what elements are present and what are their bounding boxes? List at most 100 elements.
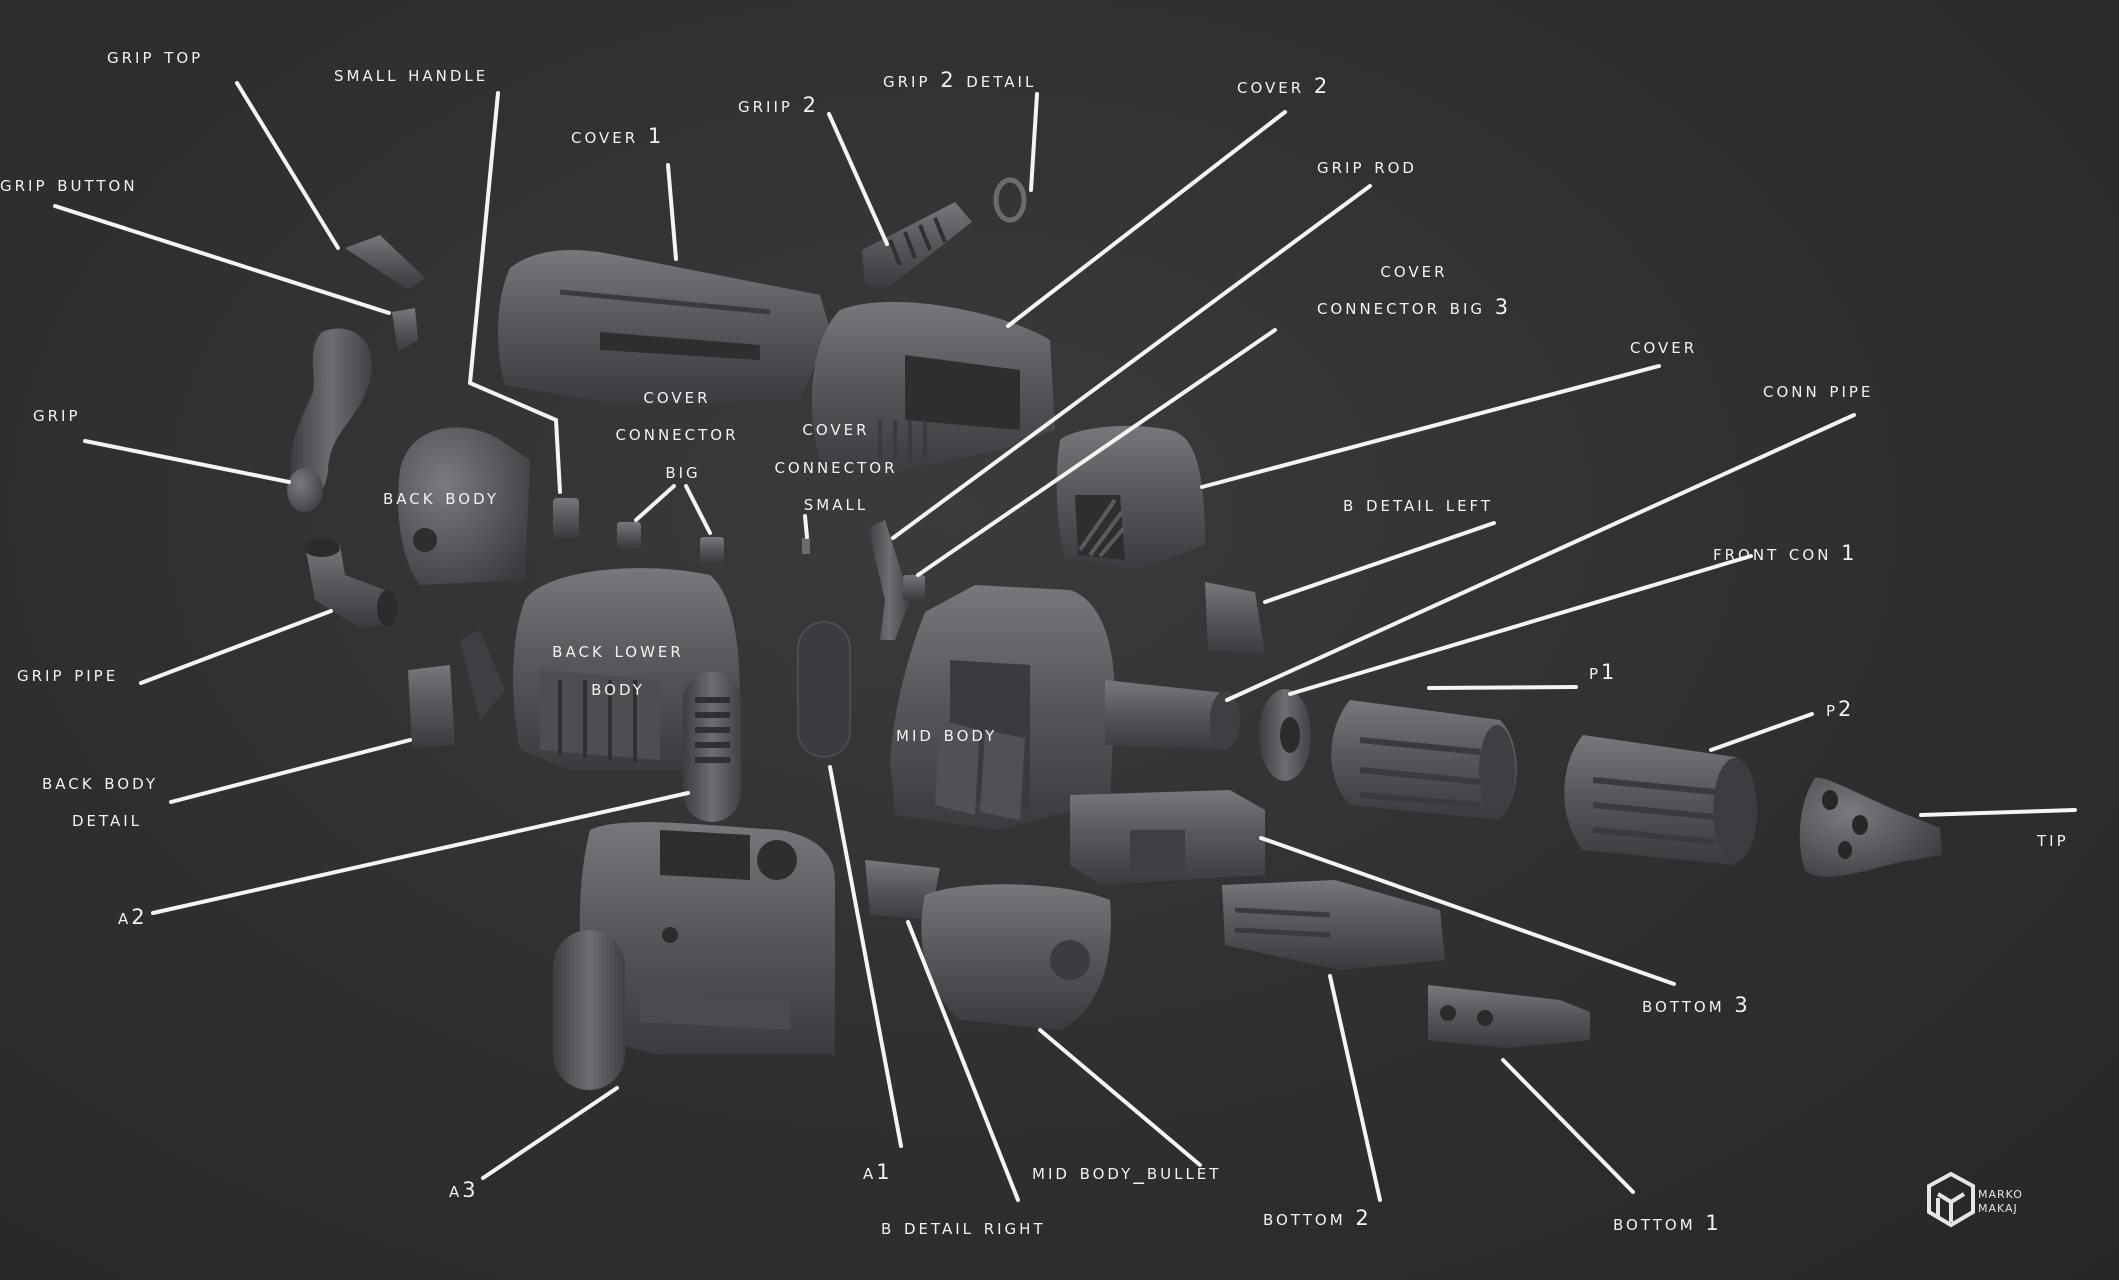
- leader-bottom-2: [1328, 974, 1382, 1202]
- leader-a2: [151, 791, 690, 915]
- leader-cover-1: [666, 163, 678, 261]
- label-back-body: BACK BODY: [383, 485, 499, 509]
- b-detail-left-part: [1205, 582, 1265, 655]
- leader-grip-2-detail: [1029, 92, 1039, 192]
- leader-p1: [1427, 685, 1578, 690]
- leader-cover-connector-big-a: [634, 484, 676, 522]
- label-back-lower-body-line2: BODY: [591, 676, 645, 700]
- mid-body-bullet-part: [921, 884, 1111, 1030]
- label-cover-connector-big-3-line2: CONNECTOR BIG 3: [1316, 295, 1512, 319]
- author-logo: MARKO MAKAJ: [1926, 1171, 2036, 1232]
- leader-a1: [828, 765, 903, 1148]
- conn-pipe-part: [1105, 680, 1228, 750]
- label-cover-connector-small-line1: COVER: [802, 416, 870, 440]
- leader-cover-connector-small: [803, 514, 809, 539]
- leader-a3: [481, 1086, 619, 1180]
- leader-conn-pipe: [1225, 413, 1856, 702]
- b-detail-right-part: [865, 860, 940, 920]
- label-mid-body: MID BODY: [896, 722, 998, 746]
- label-bottom-1: BOTTOM 1: [1613, 1211, 1722, 1235]
- cube-logo-icon: [1927, 1171, 1975, 1228]
- label-cover: COVER: [1630, 334, 1698, 358]
- grip-joint-part: [287, 468, 323, 512]
- grip-part: [290, 328, 372, 501]
- label-b-detail-right: B DETAIL RIGHT: [881, 1215, 1046, 1239]
- leader-small-handle: [468, 91, 500, 385]
- leader-grip-pipe: [139, 609, 333, 685]
- leader-cover-2: [1006, 110, 1287, 328]
- label-p1: P1: [1589, 660, 1618, 684]
- leader-bottom-3: [1259, 836, 1676, 986]
- label-cover-connector-small-line2: CONNECTOR: [774, 454, 898, 478]
- cover-1-part: [498, 250, 830, 405]
- label-cover-connector-small-line3: SMALL: [803, 491, 869, 515]
- cover-connector-big-3-part: [903, 575, 925, 601]
- bottom-1-part: [1428, 985, 1590, 1048]
- label-mid-body-bullet: MID BODY_BULLET: [1032, 1160, 1222, 1184]
- label-bottom-3: BOTTOM 3: [1642, 993, 1751, 1017]
- leader-griip-2: [827, 112, 889, 246]
- label-grip-2-detail: GRIP 2 DETAIL: [883, 68, 1037, 92]
- author-logo-text: MARKO MAKAJ: [1978, 1188, 2023, 1216]
- leader-small-handle-2: [468, 381, 558, 422]
- label-conn-pipe: CONN PIPE: [1763, 378, 1874, 402]
- leader-mid-body-bullet: [1038, 1028, 1202, 1167]
- leader-front-con-1: [1288, 554, 1753, 696]
- a3-side-cap-part: [553, 930, 625, 1090]
- label-p2: P2: [1826, 697, 1855, 721]
- label-cover-connector-big-line3: BIG: [665, 459, 701, 483]
- small-handle-part: [553, 498, 579, 538]
- label-cover-connector-big-line1: COVER: [643, 384, 711, 408]
- label-bottom-2: BOTTOM 2: [1263, 1206, 1372, 1230]
- leader-b-detail-left: [1263, 521, 1496, 604]
- label-grip-button: GRIP BUTTON: [0, 172, 138, 196]
- label-grip-pipe: GRIP PIPE: [17, 662, 119, 686]
- label-tip: TIP: [2037, 827, 2069, 851]
- leader-b-detail-right: [906, 920, 1020, 1202]
- grip-top-part: [345, 235, 425, 290]
- leader-tip: [1919, 808, 2077, 817]
- cover-connector-small-part: [802, 538, 810, 554]
- label-back-body-detail-line1: BACK BODY: [42, 770, 158, 794]
- grip-rod-part: [868, 520, 910, 640]
- leader-cover: [1200, 364, 1661, 489]
- label-griip-2: GRIIP 2: [738, 93, 819, 117]
- cover-connector-big-part-2: [700, 537, 724, 563]
- label-small-handle: SMALL HANDLE: [334, 62, 489, 86]
- back-body-detail-part: [408, 665, 455, 748]
- leader-cover-connector-big-3: [916, 328, 1277, 577]
- grip-pipe-part: [305, 545, 390, 628]
- label-back-lower-body-line1: BACK LOWER: [552, 638, 684, 662]
- griip-2-part: [862, 202, 972, 290]
- p1-part: [1331, 700, 1517, 820]
- logo-line-1: MARKO: [1978, 1188, 2023, 1201]
- leader-p2: [1709, 712, 1814, 752]
- label-a3: A3: [449, 1178, 479, 1202]
- label-grip-rod: GRIP ROD: [1317, 154, 1417, 178]
- label-a1: A1: [863, 1160, 893, 1184]
- label-a2: A2: [118, 905, 148, 929]
- label-back-body-detail-line2: DETAIL: [71, 807, 143, 831]
- label-cover-connector-big-3-line1: COVER: [1380, 258, 1448, 282]
- grip-2-detail-part: [993, 177, 1027, 223]
- leader-grip-rod: [891, 184, 1372, 540]
- a1-part: [797, 621, 851, 758]
- leader-grip: [83, 439, 291, 484]
- bottom-2-part: [1222, 880, 1445, 970]
- leader-bottom-1: [1501, 1058, 1635, 1194]
- leader-grip-top: [235, 81, 340, 250]
- leader-back-body-detail: [169, 738, 412, 804]
- label-grip: GRIP: [33, 402, 81, 426]
- label-front-con-1: FRONT CON 1: [1713, 541, 1858, 565]
- label-b-detail-left: B DETAIL LEFT: [1343, 492, 1494, 516]
- label-cover-connector-big-line2: CONNECTOR: [615, 421, 739, 445]
- logo-line-2: MAKAJ: [1978, 1202, 2018, 1215]
- grip-button-part: [392, 308, 418, 352]
- label-cover-1: COVER 1: [571, 124, 665, 148]
- label-grip-top: GRIP TOP: [107, 44, 204, 68]
- leader-grip-button: [53, 204, 391, 315]
- leader-cover-connector-big-b: [684, 484, 712, 535]
